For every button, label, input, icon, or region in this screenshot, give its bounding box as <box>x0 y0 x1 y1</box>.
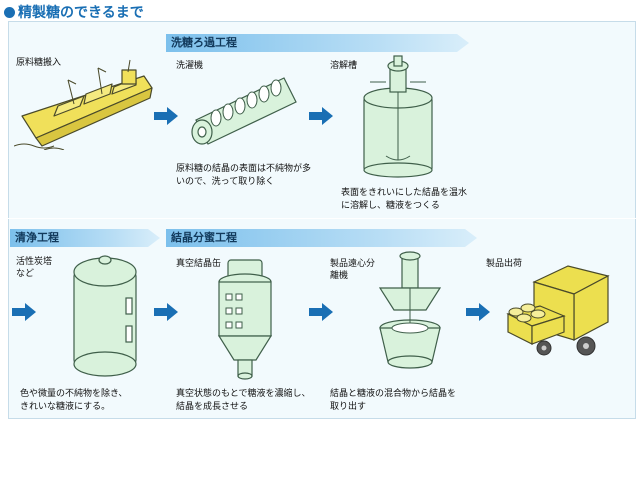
label-activated-carbon-line2: など <box>16 269 35 279</box>
flow-arrow-icon <box>466 303 490 321</box>
page-title-text: 精製糖のできるまで <box>18 5 144 21</box>
flow-arrow-icon <box>309 107 333 125</box>
section-header-washing-filtration: 洗糖ろ過工程 <box>166 34 469 52</box>
caption-vacuum-line1: 真空状態のもとで糖液を濃縮し、 <box>176 389 311 399</box>
caption-washer: 原料糖の結晶の表面は不純物が多 いので、洗って取り除く <box>176 163 311 189</box>
label-shipping: 製品出荷 <box>486 259 523 269</box>
label-raw-sugar-import: 原料糖搬入 <box>16 58 62 68</box>
label-vacuum-pan: 真空結晶缶 <box>176 259 222 269</box>
caption-centrifuge-line2: 取り出す <box>330 402 367 412</box>
caption-melt: 表面をきれいにした結晶を温水 に溶解し、糖液をつくる <box>341 187 467 213</box>
page-title: 精製糖のできるまで <box>4 2 144 22</box>
vacuum-pan-icon <box>217 259 273 380</box>
washer-drum-icon <box>191 77 297 145</box>
forklift-icon <box>506 265 610 356</box>
caption-vacuum-line2: 結晶を成長させる <box>176 402 249 412</box>
bullet-dot-icon <box>4 7 15 18</box>
caption-clarify-line2: きれいな糖液にする。 <box>20 402 111 412</box>
caption-vacuum: 真空状態のもとで糖液を濃縮し、 結晶を成長させる <box>176 388 311 414</box>
melt-tank-icon <box>363 55 433 178</box>
caption-clarify-line1: 色や微量の不純物を除き、 <box>20 389 128 399</box>
carbon-column-icon <box>73 255 137 377</box>
cargo-ship-icon <box>14 59 153 150</box>
centrifuge-icon <box>378 251 442 369</box>
label-washer: 洗濯機 <box>176 61 204 71</box>
caption-centrifuge: 結晶と糖液の混合物から結晶を 取り出す <box>330 388 456 414</box>
caption-washer-line2: いので、洗って取り除く <box>176 177 275 187</box>
label-centrifuge-line1: 製品遠心分 <box>330 259 376 269</box>
flow-arrow-icon <box>154 303 178 321</box>
caption-melt-line1: 表面をきれいにした結晶を温水 <box>341 188 468 198</box>
section-header-crystallization: 結晶分蜜工程 <box>166 229 477 247</box>
caption-clarify: 色や微量の不純物を除き、 きれいな糖液にする。 <box>20 388 127 414</box>
caption-washer-line1: 原料糖の結晶の表面は不純物が多 <box>176 164 312 174</box>
caption-melt-line2: に溶解し、糖液をつくる <box>341 201 440 211</box>
label-centrifuge-line2: 離機 <box>330 271 349 281</box>
section-header-clarification: 清浄工程 <box>10 229 160 247</box>
flow-arrow-icon <box>154 107 178 125</box>
flow-arrow-icon <box>12 303 36 321</box>
row-divider <box>8 218 636 219</box>
label-melt-tank: 溶解槽 <box>330 61 358 71</box>
flow-arrow-icon <box>309 303 333 321</box>
caption-centrifuge-line1: 結晶と糖液の混合物から結晶を <box>330 389 457 399</box>
label-activated-carbon-line1: 活性炭塔 <box>16 257 53 267</box>
